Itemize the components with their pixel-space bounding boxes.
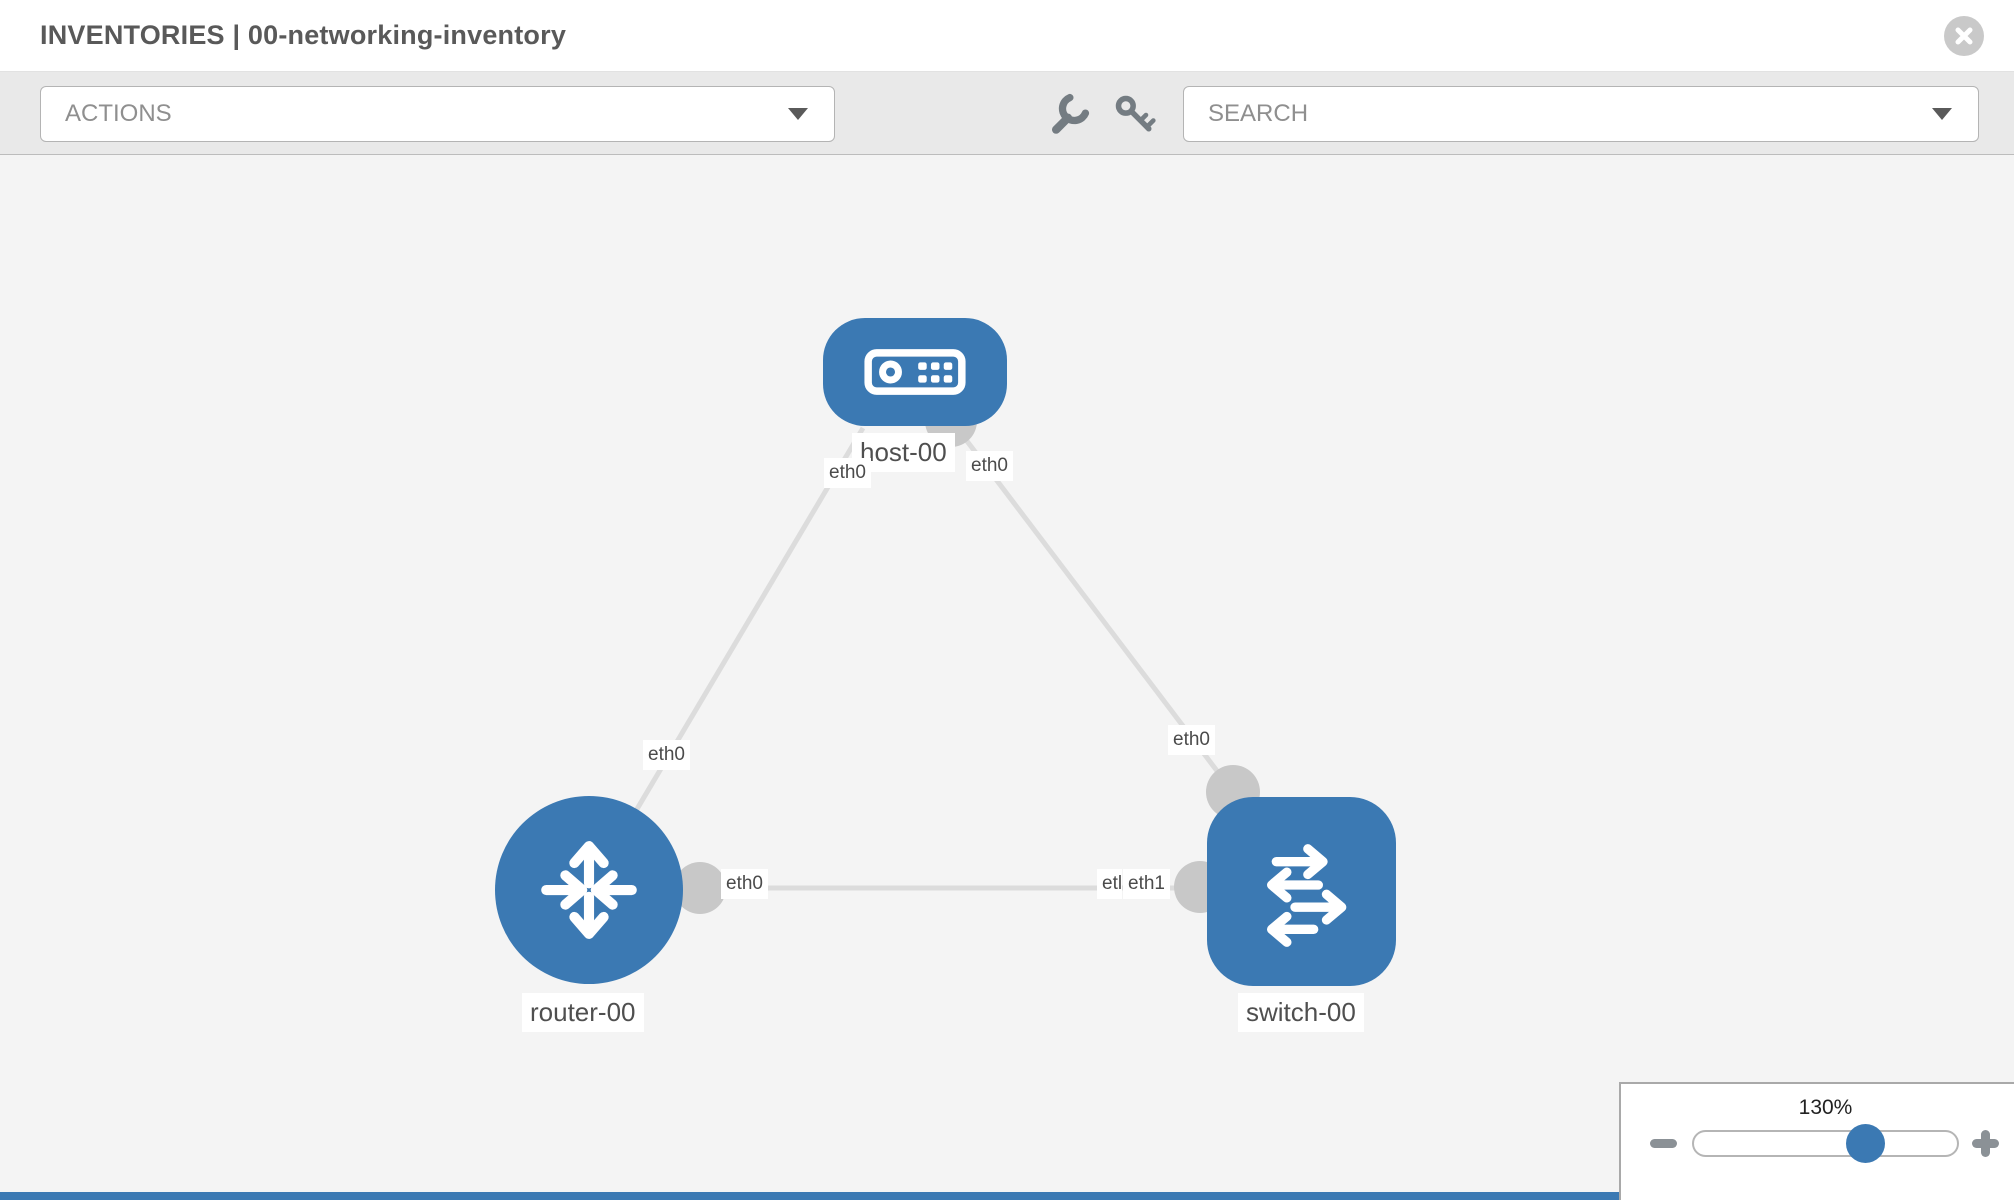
zoom-slider-track[interactable] — [1692, 1124, 1959, 1163]
iface-label-switch-left-back: etl — [1097, 869, 1123, 899]
topology-canvas[interactable]: host-00 router-00 switch-00 eth0 eth0 et… — [0, 155, 2014, 1200]
close-icon[interactable] — [1944, 16, 1984, 56]
search-input[interactable]: SEARCH — [1183, 86, 1979, 142]
zoom-out-icon[interactable] — [1650, 1139, 1677, 1148]
wrench-icon[interactable] — [1045, 92, 1091, 138]
iface-label-switch-left-front: eth1 — [1123, 869, 1170, 899]
key-glyph — [1115, 95, 1156, 132]
port-router-right — [674, 862, 726, 914]
actions-dropdown-label: ACTIONS — [65, 100, 172, 127]
toolbar: ACTIONS SEARCH — [0, 72, 2014, 155]
page-title: INVENTORIES | 00-networking-inventory — [40, 20, 567, 50]
caret-down-icon — [1932, 108, 1952, 120]
wrench-glyph — [1051, 93, 1090, 134]
iface-label-router-right: eth0 — [721, 869, 768, 899]
zoom-control-panel: 130% — [1619, 1082, 2014, 1200]
close-x-glyph — [1955, 27, 1973, 45]
topology-wires — [586, 395, 1260, 914]
search-placeholder: SEARCH — [1208, 100, 1309, 127]
router-arrows-icon — [541, 841, 637, 939]
switch-arrows-icon — [1266, 843, 1346, 947]
node-host-00[interactable] — [823, 318, 1007, 426]
iface-label-switch-top: eth0 — [1168, 725, 1215, 755]
iface-label-host-right: eth0 — [966, 451, 1013, 481]
bottom-panel-edge — [0, 1192, 1619, 1200]
zoom-level-value: 130% — [1798, 1096, 1853, 1119]
header-bar: INVENTORIES | 00-networking-inventory — [0, 0, 2014, 72]
zoom-slider-thumb[interactable] — [1846, 1124, 1885, 1163]
actions-dropdown[interactable]: ACTIONS — [40, 86, 835, 142]
node-label-router-00: router-00 — [522, 993, 644, 1032]
host-device-icon — [864, 349, 966, 395]
node-label-switch-00: switch-00 — [1238, 993, 1364, 1032]
iface-label-router-top: eth0 — [643, 740, 690, 770]
node-switch-00[interactable] — [1207, 797, 1396, 986]
caret-down-icon — [788, 108, 808, 120]
zoom-in-icon[interactable] — [1972, 1130, 1999, 1157]
node-router-00[interactable] — [495, 796, 683, 984]
key-icon[interactable] — [1112, 92, 1158, 138]
iface-label-host-left: eth0 — [824, 458, 871, 488]
